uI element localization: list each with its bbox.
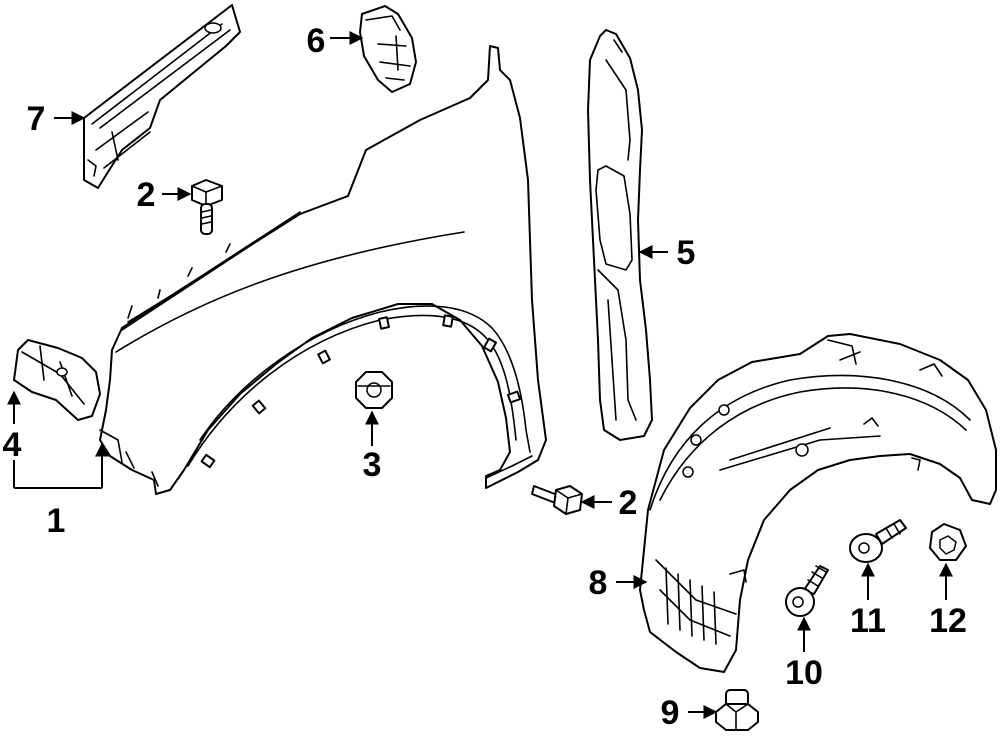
callout-8: 8 [589, 564, 608, 602]
callout-2-upper: 2 [137, 176, 156, 214]
leader-lines [6, 31, 953, 719]
bolt-upper [191, 179, 223, 235]
nut-part [355, 371, 393, 409]
push-pin-part [849, 519, 907, 563]
callout-12: 12 [929, 602, 967, 640]
nut-clip-part [929, 523, 967, 561]
callout-1: 1 [47, 502, 66, 540]
wheel-housing-liner-part [639, 333, 997, 673]
callout-7: 7 [27, 100, 46, 138]
callout-4: 4 [3, 426, 22, 464]
callout-11: 11 [850, 602, 886, 640]
fender-insulator-part [359, 5, 417, 93]
callout-6: 6 [307, 22, 326, 60]
callout-labels: 1 2 2 3 4 5 6 7 8 9 10 11 12 [3, 22, 967, 732]
callout-2-lower: 2 [619, 484, 638, 522]
fender-bracket-part [83, 4, 241, 189]
front-fender-part [99, 45, 547, 495]
screw-part [785, 565, 829, 617]
callout-3: 3 [363, 446, 382, 484]
bolt-lower [531, 485, 583, 515]
callout-9: 9 [661, 694, 680, 732]
callout-10: 10 [785, 654, 823, 692]
fender-front-bracket-part [13, 339, 101, 421]
flange-bolt-part [715, 689, 759, 731]
callout-5: 5 [677, 234, 696, 272]
fender-apron-seal-part [587, 29, 653, 441]
